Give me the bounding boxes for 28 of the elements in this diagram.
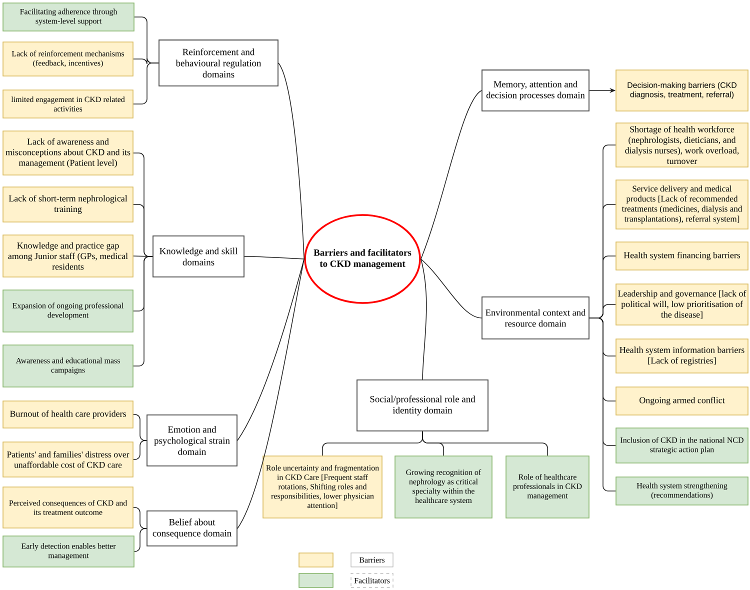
domain-box: Belief about consequence domain [146,510,238,546]
domain-box: Environmental context and resource domain [482,296,590,340]
connector [237,258,304,441]
bracket-line [134,528,147,552]
bracket-line [133,62,159,104]
barrier-box: Health system financing barriers [616,242,748,270]
bracket-line [133,440,147,460]
domain-box: Knowledge and skill domains [152,236,244,278]
barrier-box: Patients' and families' distress over unaffordable cost of CKD care [2,442,134,478]
barrier-box: Lack of short-term nephrological training [2,186,134,222]
domain-box: Social/professional role and identity domain [356,380,488,432]
connector [420,258,427,380]
barrier-box: Ongoing armed conflict [616,386,748,416]
connector [278,62,304,260]
connector [237,258,304,529]
barrier-box: Lack of awareness and misconceptions about CKD and its management (Patient level) [2,130,134,176]
barrier-box: Service delivery and medical products [Lack of recommended treatments (medicines, dialysis and transplantations), referral system] [616,180,748,230]
connector [244,256,304,260]
barrier-box: Burnout of health care providers [2,400,134,428]
domain-box: Emotion and psychological strain domain [146,414,238,466]
barrier-box: Knowledge and practice gap among Junior staff (GPs, medical residents [2,234,134,278]
connector [420,258,482,318]
connector [420,90,482,260]
barrier-box: Leadership and governance [lack of political will, low prioritisation of the disease] [616,284,748,326]
barrier-box: Shortage of health workforce (nephrologists, dieticians, and dialysis nurses), work overload, turnover [616,122,748,168]
domain-box: Reinforcement and behavioural regulation domains [158,40,278,86]
barrier-box: Health system information barriers [Lack of registries] [616,338,748,374]
domain-box: Memory, attention and decision processes domain [482,70,590,112]
